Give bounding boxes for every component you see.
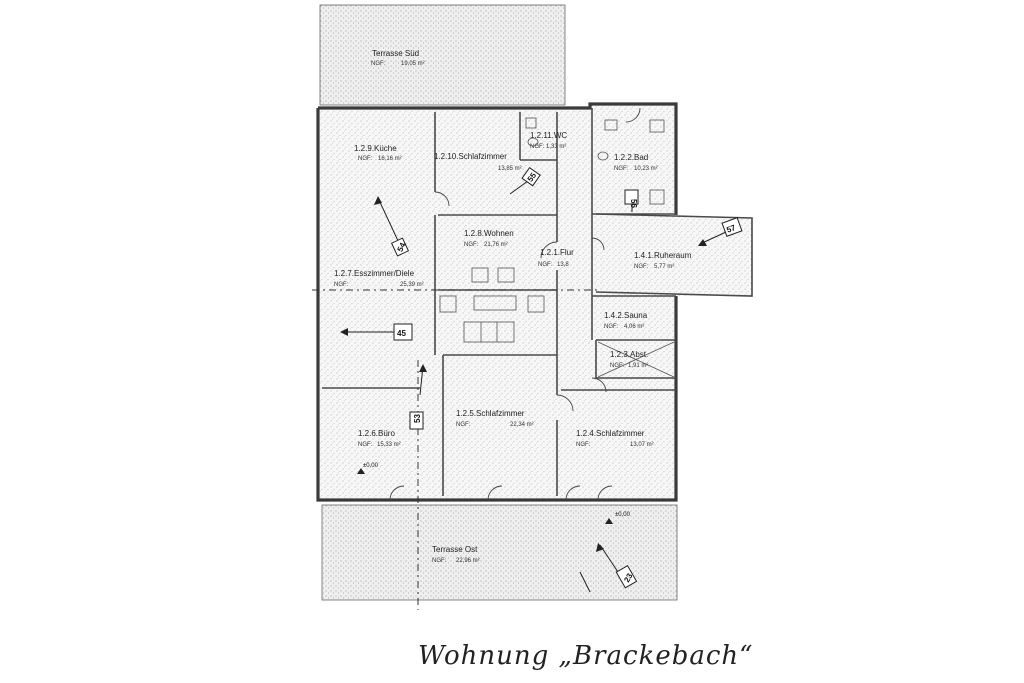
room-ngf: NGF: (614, 166, 629, 172)
room-area: 22,34 m² (510, 422, 534, 428)
room-area: 10,23 m² (634, 166, 658, 172)
svg-text:±0,00: ±0,00 (363, 463, 379, 469)
room-label-ruheraum: 1.4.1.Ruheraum NGF: 5,77 m² (634, 251, 692, 270)
svg-text:57: 57 (725, 223, 737, 235)
room-label-esszimmer: 1.2.7.Esszimmer/Diele NGF: 25,39 m² (334, 269, 424, 288)
svg-text:53: 53 (413, 414, 422, 423)
room-label-terrasse-ost: Terrasse Ost NGF: 22,96 m² (432, 545, 480, 564)
view-marker-55: 55 (509, 166, 541, 195)
room-name: 1.2.2.Bad (614, 153, 648, 162)
room-name: 1.2.8.Wohnen (464, 229, 514, 238)
svg-text:±0,00: ±0,00 (615, 512, 631, 518)
room-name: 1.2.4.Schlafzimmer (576, 429, 645, 438)
room-name: 1.2.11.WC (530, 131, 567, 140)
view-marker-56: 56 (624, 189, 639, 212)
room-name: 1.2.6.Büro (358, 429, 395, 438)
room-label-wohnen: 1.2.8.Wohnen NGF: 21,76 m² (464, 229, 514, 248)
room-ngf: NGF: (634, 264, 649, 270)
room-area: 19,05 m² (401, 61, 425, 67)
room-name: 1.2.3.Abst. (610, 350, 648, 359)
view-marker-45: 45 (340, 323, 413, 341)
svg-text:56: 56 (629, 199, 638, 208)
room-name: 1.4.2.Sauna (604, 311, 648, 320)
room-area: 13,07 m² (630, 442, 654, 448)
terrace-east (321, 504, 678, 601)
svg-text:45: 45 (397, 329, 406, 338)
room-name: 1.2.5.Schlafzimmer (456, 409, 525, 418)
room-label-schlafzimmer-4: 1.2.4.Schlafzimmer NGF: 13,07 m² (576, 429, 654, 448)
floor-area (318, 104, 752, 500)
level-mark: ±0,00 (357, 463, 379, 474)
room-ngf: NGF: (530, 144, 545, 150)
room-name: 1.2.9.Küche (354, 144, 397, 153)
room-ngf: NGF: (456, 422, 471, 428)
room-label-flur: 1.2.1.Flur NGF: 13,8 (538, 248, 574, 268)
room-ngf: NGF: (464, 242, 479, 248)
room-ngf: NGF: (371, 61, 386, 67)
room-label-schlafzimmer-10: 1.2.10.Schlafzimmer 13,85 m² (434, 152, 522, 172)
furniture (439, 117, 665, 343)
room-name: 1.2.7.Esszimmer/Diele (334, 269, 415, 278)
room-area: 21,76 m² (484, 242, 508, 248)
room-label-abst: 1.2.3.Abst. NGF: 1,91 m² (610, 350, 648, 369)
room-area: 5,77 m² (654, 264, 674, 270)
room-ngf: NGF: (334, 282, 349, 288)
level-mark: ±0,00 (605, 512, 631, 524)
room-name: Terrasse Ost (432, 545, 478, 554)
room-label-terrasse-sued: Terrasse Süd NGF: 19,05 m² (371, 49, 425, 67)
room-label-bad: 1.2.2.Bad NGF: 10,23 m² (614, 153, 658, 172)
room-label-wc: 1.2.11.WC NGF: 1,33 m² (530, 131, 567, 150)
room-ngf: NGF: (432, 558, 447, 564)
room-name: 1.4.1.Ruheraum (634, 251, 692, 260)
room-label-sauna: 1.4.2.Sauna NGF: 4,06 m² (604, 311, 648, 330)
svg-text:54: 54 (396, 241, 408, 253)
room-ngf: NGF: (576, 442, 591, 448)
handwritten-caption: Wohnung „Brackebach“ (418, 641, 753, 671)
room-area: 16,16 m² (378, 156, 402, 162)
room-ngf: NGF: (358, 156, 373, 162)
outer-wall-ruheraum (595, 213, 753, 297)
room-area: 1,91 m² (628, 363, 648, 369)
room-area: 22,96 m² (456, 558, 480, 564)
room-name: 1.2.10.Schlafzimmer (434, 152, 507, 161)
outer-wall (316, 108, 678, 502)
room-ngf: NGF: (538, 262, 553, 268)
room-label-buero: 1.2.6.Büro NGF: 15,33 m² (358, 429, 401, 448)
terrace-south (319, 4, 566, 106)
room-label-schlafzimmer-5: 1.2.5.Schlafzimmer NGF: 22,34 m² (456, 409, 534, 428)
room-area: 25,39 m² (400, 282, 424, 288)
room-area: 1,33 m² (546, 144, 566, 150)
room-ngf: NGF: (610, 363, 625, 369)
view-marker-23: 23 (579, 543, 638, 593)
room-ngf: NGF: (358, 442, 373, 448)
room-name: Terrasse Süd (372, 49, 419, 58)
room-ngf: NGF: (604, 324, 619, 330)
room-area: 4,06 m² (624, 324, 644, 330)
room-area: 15,33 m² (377, 442, 401, 448)
view-marker-53: 53 (409, 364, 427, 430)
doors (389, 107, 641, 501)
room-area: 13,85 m² (498, 166, 522, 172)
shaft-cross (597, 341, 675, 378)
view-marker-54: 54 (374, 196, 410, 257)
room-name: 1.2.1.Flur (540, 248, 574, 257)
room-area: 13,8 (557, 262, 569, 268)
view-marker-57: 57 (698, 217, 743, 246)
outer-wall (318, 102, 678, 215)
room-label-kueche: 1.2.9.Küche NGF: 16,16 m² (354, 144, 402, 162)
